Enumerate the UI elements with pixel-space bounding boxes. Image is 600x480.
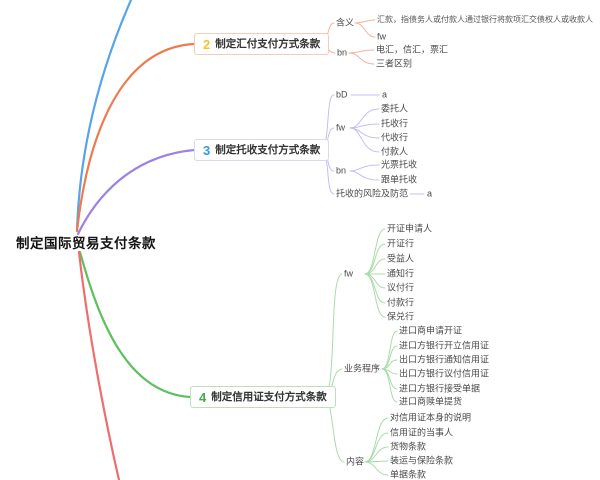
branch-curve-letter-of-credit bbox=[78, 250, 192, 399]
subtopic-procedure-step[interactable]: 进口商赎单提货 bbox=[399, 396, 463, 407]
branch-node-remittance[interactable]: 2 制定汇付支付方式条款 bbox=[194, 33, 330, 55]
subtopic-procedure-step[interactable]: 进口方银行接受单据 bbox=[399, 383, 481, 394]
subtopic-procedure[interactable]: 业务程序 bbox=[344, 363, 381, 374]
subtopic-advising-bank[interactable]: 通知行 bbox=[387, 268, 415, 279]
branch-curve-collection bbox=[76, 148, 196, 236]
subtopic-contents-item[interactable]: 单据条款 bbox=[390, 469, 427, 480]
subtopic-contents-item[interactable]: 装运与保险条款 bbox=[390, 455, 454, 466]
subtopic-clean-collection[interactable]: 光票托收 bbox=[381, 159, 418, 170]
subtopic-procedure-step[interactable]: 进口商申请开证 bbox=[399, 325, 463, 336]
subtopic-remitting-bank[interactable]: 托收行 bbox=[381, 118, 409, 129]
subtopic[interactable]: bn bbox=[336, 165, 347, 176]
branch-curve-blue-offscreen bbox=[75, 0, 133, 232]
subtopic[interactable]: fw bbox=[344, 268, 353, 279]
subtopic[interactable]: a bbox=[427, 188, 433, 199]
branch-node-label: 制定信用证支付方式条款 bbox=[211, 390, 327, 403]
subtopic-procedure-step[interactable]: 进口方银行开立信用证 bbox=[399, 340, 490, 351]
subtopic-issuing-bank[interactable]: 开证行 bbox=[387, 238, 415, 249]
subtopic-collection-risk[interactable]: 托收的风险及防范 bbox=[336, 188, 409, 199]
branch-node-label: 制定托收支付方式条款 bbox=[215, 143, 321, 156]
subtopic[interactable]: fw bbox=[377, 31, 386, 42]
branch-number-badge: 3 bbox=[203, 142, 211, 158]
subtopic[interactable]: fw bbox=[336, 122, 345, 133]
branch-curve-red-offscreen bbox=[77, 250, 121, 480]
branch-node-label: 制定汇付支付方式条款 bbox=[215, 37, 321, 50]
subtopic[interactable]: 三者区别 bbox=[376, 58, 413, 69]
subtopic-contents[interactable]: 内容 bbox=[346, 456, 365, 467]
subtopic-procedure-step[interactable]: 出口方银行通知信用证 bbox=[399, 354, 490, 365]
subtopic-paying-bank[interactable]: 付款行 bbox=[387, 297, 415, 308]
subtopic-beneficiary[interactable]: 受益人 bbox=[387, 253, 415, 264]
branch-node-collection[interactable]: 3 制定托收支付方式条款 bbox=[194, 139, 330, 161]
subtopic-principal[interactable]: 委托人 bbox=[381, 103, 409, 114]
subtopic-remittance-types[interactable]: 电汇，信汇，票汇 bbox=[376, 44, 449, 55]
subtopic-collecting-bank[interactable]: 代收行 bbox=[381, 132, 409, 143]
subtopic-contents-item[interactable]: 信用证的当事人 bbox=[390, 427, 454, 438]
subtopic-contents-item[interactable]: 对信用证本身的说明 bbox=[390, 412, 472, 423]
subtopic-contents-item[interactable]: 货物条款 bbox=[390, 441, 427, 452]
subtopic-applicant[interactable]: 开证申请人 bbox=[387, 223, 433, 234]
subtopic-meaning[interactable]: 含义 bbox=[336, 17, 355, 28]
subtopic-negotiating-bank[interactable]: 议付行 bbox=[387, 282, 415, 293]
letter-of-credit-sub-connectors bbox=[322, 228, 398, 476]
branch-number-badge: 2 bbox=[203, 36, 211, 52]
subtopic-payer[interactable]: 付款人 bbox=[381, 146, 409, 157]
subtopic[interactable]: a bbox=[382, 89, 388, 100]
branch-node-letter-of-credit[interactable]: 4 制定信用证支付方式条款 bbox=[190, 386, 336, 408]
branch-number-badge: 4 bbox=[199, 389, 207, 405]
subtopic-confirming-bank[interactable]: 保兑行 bbox=[387, 311, 415, 322]
root-topic[interactable]: 制定国际贸易支付条款 bbox=[16, 236, 156, 251]
subtopic-procedure-step[interactable]: 出口方银行议付信用证 bbox=[399, 368, 490, 379]
subtopic[interactable]: bn bbox=[337, 47, 348, 58]
subtopic-documentary-collection[interactable]: 跟单托收 bbox=[381, 174, 418, 185]
branch-curve-remittance bbox=[75, 42, 196, 233]
subtopic-remittance-definition[interactable]: 汇款，指债务人或付款人通过银行将款项汇交债权人或收款人 bbox=[377, 15, 593, 25]
subtopic[interactable]: bD bbox=[336, 89, 348, 100]
